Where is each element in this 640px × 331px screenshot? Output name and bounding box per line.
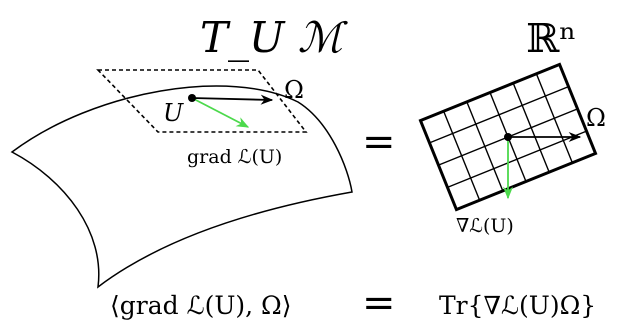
- formula-left: ⟨grad ℒ(U), Ω⟩: [110, 291, 292, 320]
- point-u-dot: [188, 94, 196, 102]
- bottom-equals-sign: =: [362, 280, 396, 326]
- omega-label-left: Ω: [284, 76, 304, 104]
- formula-right: Tr{∇ℒ(U)Ω}: [439, 291, 596, 320]
- middle-equals-sign: =: [362, 119, 396, 165]
- grid-center-dot: [504, 133, 512, 141]
- manifold-surface: [10, 85, 353, 289]
- tangent-space-title-text: T_U ℳ: [200, 13, 349, 62]
- tangent-space-title: T_U ℳ: [200, 13, 349, 62]
- tangent-plane: [96, 69, 308, 133]
- euclidean-gradient-label: ∇ℒ(U): [456, 215, 514, 237]
- omega-arrow-left: [191, 94, 274, 105]
- riemannian-gradient-arrow: [191, 97, 250, 128]
- point-u-label: U: [163, 99, 184, 127]
- riemannian-gradient-label: grad ℒ(U): [187, 146, 282, 168]
- omega-label-right: Ω: [586, 104, 606, 132]
- euclidean-space-title: ℝⁿ: [526, 16, 577, 62]
